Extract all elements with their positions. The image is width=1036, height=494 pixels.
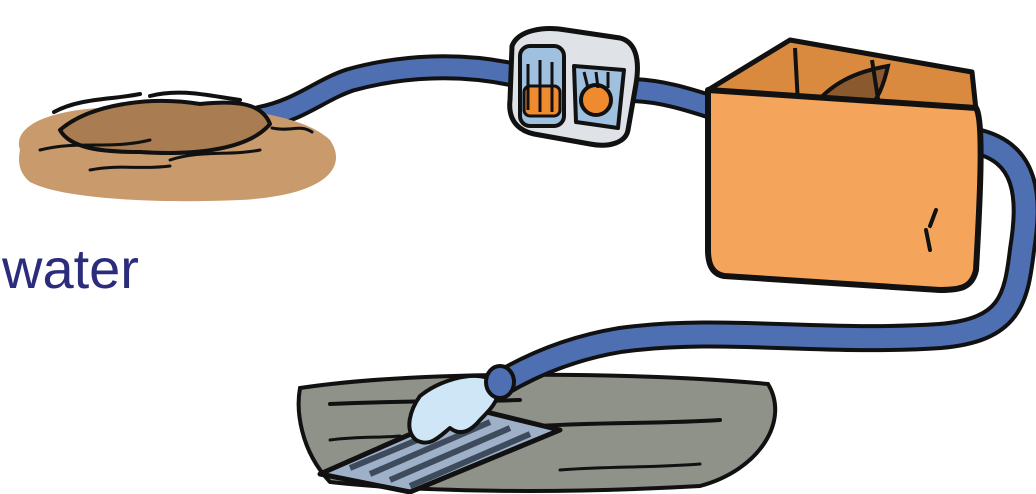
settling-tank-icon [708, 40, 981, 290]
water-label: water [1, 237, 139, 300]
pump-icon [510, 29, 638, 146]
